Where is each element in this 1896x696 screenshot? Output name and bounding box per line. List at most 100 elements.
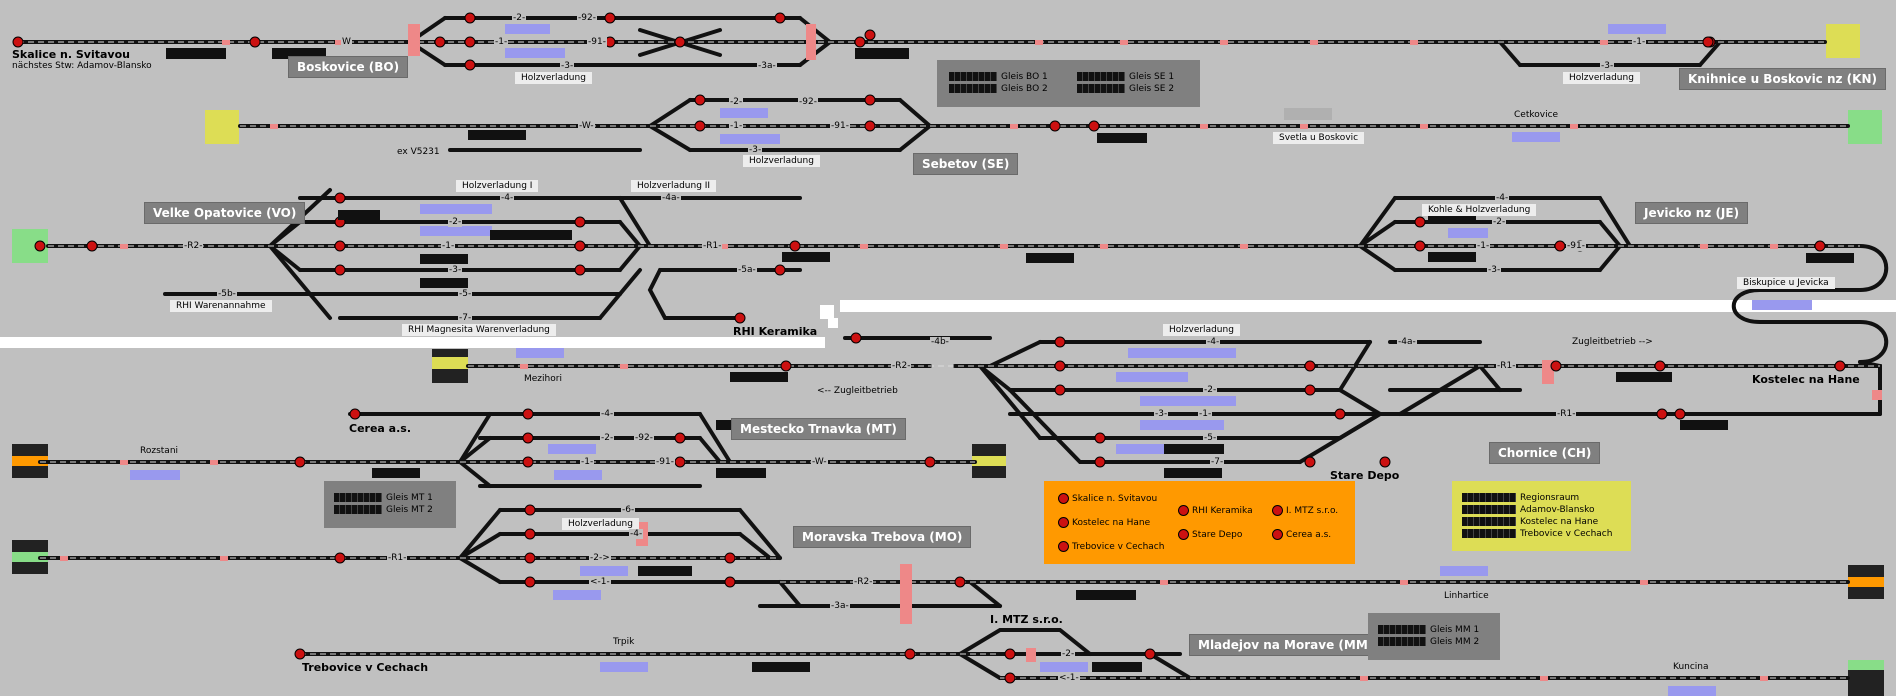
track-number-label[interactable]: -92- xyxy=(577,13,597,23)
track-number-label[interactable]: -4a- xyxy=(661,193,681,203)
place-rozstani: Rozstani xyxy=(140,446,179,456)
track-number-label[interactable]: -4- xyxy=(629,529,644,539)
gleis-mt2-label: Gleis MT 2 xyxy=(386,505,433,515)
track-number-label[interactable]: -5- xyxy=(1203,433,1218,443)
track-number-label[interactable]: -3- xyxy=(1487,265,1502,275)
track-number-label[interactable]: W xyxy=(341,37,352,47)
track-number-label[interactable]: -R2- xyxy=(853,577,874,587)
legend-item[interactable]: Kostelec na Hane xyxy=(1462,517,1598,527)
track-number-label[interactable]: -1- xyxy=(1632,37,1647,47)
track-number-label[interactable]: -7- xyxy=(1210,457,1225,467)
signal-icon xyxy=(1272,505,1283,516)
track-number-label[interactable]: -2- xyxy=(600,433,615,443)
track-number-label[interactable]: -92- xyxy=(634,433,654,443)
station-chornice[interactable]: Chornice (CH) xyxy=(1489,442,1601,464)
track-number-label[interactable]: -3- xyxy=(448,265,463,275)
track-number-label[interactable]: -3- xyxy=(748,145,763,155)
legend-item[interactable]: Trebovice v Cechach xyxy=(1058,541,1164,552)
gleis-mt2-counter xyxy=(334,505,382,514)
track-number-label[interactable]: -4a- xyxy=(1397,337,1417,347)
legend-item[interactable]: Stare Depo xyxy=(1178,529,1242,540)
legend-item[interactable]: Kostelec na Hane xyxy=(1058,517,1150,528)
track-number-label[interactable]: -4- xyxy=(1495,193,1510,203)
siding-holz-mo: Holzverladung xyxy=(562,518,639,530)
track-number-label[interactable]: -5- xyxy=(458,289,473,299)
track-number-label[interactable]: -7- xyxy=(458,313,473,323)
station-moravska[interactable]: Moravska Trebova (MO) xyxy=(793,526,972,548)
gleis-bo2-counter xyxy=(949,84,997,93)
legend-item[interactable]: Cerea a.s. xyxy=(1272,529,1331,540)
station-sebetov[interactable]: Sebetov (SE) xyxy=(913,153,1019,175)
track-number-label[interactable]: -2- xyxy=(512,13,527,23)
track-number-label[interactable]: <-1- xyxy=(1058,673,1080,683)
place-ex-v5231: ex V5231 xyxy=(397,147,440,157)
signal-icon xyxy=(1058,541,1069,552)
place-kuncina: Kuncina xyxy=(1673,662,1709,672)
track-number-label[interactable]: -R1- xyxy=(1496,361,1517,371)
track-number-label[interactable]: -4- xyxy=(1206,337,1221,347)
track-number-label[interactable]: -2- xyxy=(1061,649,1076,659)
station-skalice[interactable]: Skalice n. Svitavou xyxy=(12,48,130,61)
track-number-label[interactable]: -R2- xyxy=(891,361,912,371)
station-stare-depo[interactable]: Stare Depo xyxy=(1330,469,1400,482)
track-number-label[interactable]: -3- xyxy=(560,61,575,71)
siding-holz-se: Holzverladung xyxy=(743,155,820,167)
station-mladejov[interactable]: Mladejov na Morave (MM) xyxy=(1189,634,1383,656)
counter-icon xyxy=(1462,529,1516,538)
track-number-label[interactable]: -91- xyxy=(830,121,850,131)
track-number-label[interactable]: -3- xyxy=(1154,409,1169,419)
track-number-label[interactable]: -2-> xyxy=(589,553,611,563)
track-number-label[interactable]: -W- xyxy=(811,457,828,467)
siding-holz-i: Holzverladung I xyxy=(456,180,539,192)
legend-item[interactable]: Adamov-Blansko xyxy=(1462,505,1595,515)
track-number-label[interactable]: -91- xyxy=(587,37,607,47)
track-number-label[interactable]: -4- xyxy=(600,409,615,419)
station-kostelec[interactable]: Kostelec na Hane xyxy=(1752,373,1860,386)
track-number-label[interactable]: -91- xyxy=(655,457,675,467)
track-number-label[interactable]: -1- xyxy=(441,241,456,251)
track-number-label[interactable]: -3a- xyxy=(830,601,850,611)
track-number-label[interactable]: -5a- xyxy=(737,265,757,275)
track-number-label[interactable]: -W- xyxy=(578,121,595,131)
track-number-label[interactable]: -5b- xyxy=(217,289,237,299)
legend-item[interactable]: I. MTZ s.r.o. xyxy=(1272,505,1338,516)
track-number-label[interactable]: -R1- xyxy=(387,553,408,563)
track-number-label[interactable]: -92- xyxy=(798,97,818,107)
track-number-label[interactable]: -R2- xyxy=(183,241,204,251)
station-cerea[interactable]: Cerea a.s. xyxy=(349,422,411,435)
track-number-label[interactable]: -91- xyxy=(1566,241,1586,251)
track-number-label[interactable]: -2- xyxy=(1203,385,1218,395)
legend-item[interactable]: RHI Keramika xyxy=(1178,505,1253,516)
station-velke-opatovice[interactable]: Velke Opatovice (VO) xyxy=(144,202,306,224)
legend-item[interactable]: Skalice n. Svitavou xyxy=(1058,493,1157,504)
track-number-label[interactable]: -R1- xyxy=(1556,409,1577,419)
track-number-label[interactable]: -2- xyxy=(448,217,463,227)
track-number-label[interactable]: -1- xyxy=(580,457,595,467)
track-number-label[interactable]: -4b- xyxy=(930,337,950,347)
station-mtz[interactable]: I. MTZ s.r.o. xyxy=(990,613,1063,626)
gleis-bo2-label: Gleis BO 2 xyxy=(1001,84,1048,94)
place-linhartice: Linhartice xyxy=(1444,591,1489,601)
track-number-label[interactable]: -3- xyxy=(1600,61,1615,71)
track-number-label[interactable]: <-1- xyxy=(589,577,611,587)
legend-item[interactable]: Trebovice v Cechach xyxy=(1462,529,1612,539)
station-trebovice[interactable]: Trebovice v Cechach xyxy=(302,661,429,674)
legend-item[interactable]: Regionsraum xyxy=(1462,493,1579,503)
track-number-label[interactable]: -1- xyxy=(1476,241,1491,251)
siding-holz-kn: Holzverladung xyxy=(1563,72,1640,84)
track-number-label[interactable]: -4- xyxy=(500,193,515,203)
station-jevicko[interactable]: Jevicko nz (JE) xyxy=(1635,202,1749,224)
station-knihnice[interactable]: Knihnice u Boskovic nz (KN) xyxy=(1679,68,1886,90)
track-number-label[interactable]: -6- xyxy=(621,505,636,515)
track-number-label[interactable]: -1- xyxy=(494,37,509,47)
track-number-label[interactable]: -2- xyxy=(1492,217,1507,227)
track-number-label[interactable]: -2- xyxy=(729,97,744,107)
track-number-label[interactable]: -1- xyxy=(729,121,744,131)
track-number-label[interactable]: -3a- xyxy=(757,61,777,71)
station-boskovice[interactable]: Boskovice (BO) xyxy=(288,56,409,78)
siding-kohle: Kohle & Holzverladung xyxy=(1422,204,1537,216)
station-rhi-keramika[interactable]: RHI Keramika xyxy=(733,325,818,338)
track-number-label[interactable]: -1- xyxy=(1198,409,1213,419)
station-mestecko[interactable]: Mestecko Trnavka (MT) xyxy=(731,418,906,440)
track-number-label[interactable]: -R1- xyxy=(702,241,723,251)
